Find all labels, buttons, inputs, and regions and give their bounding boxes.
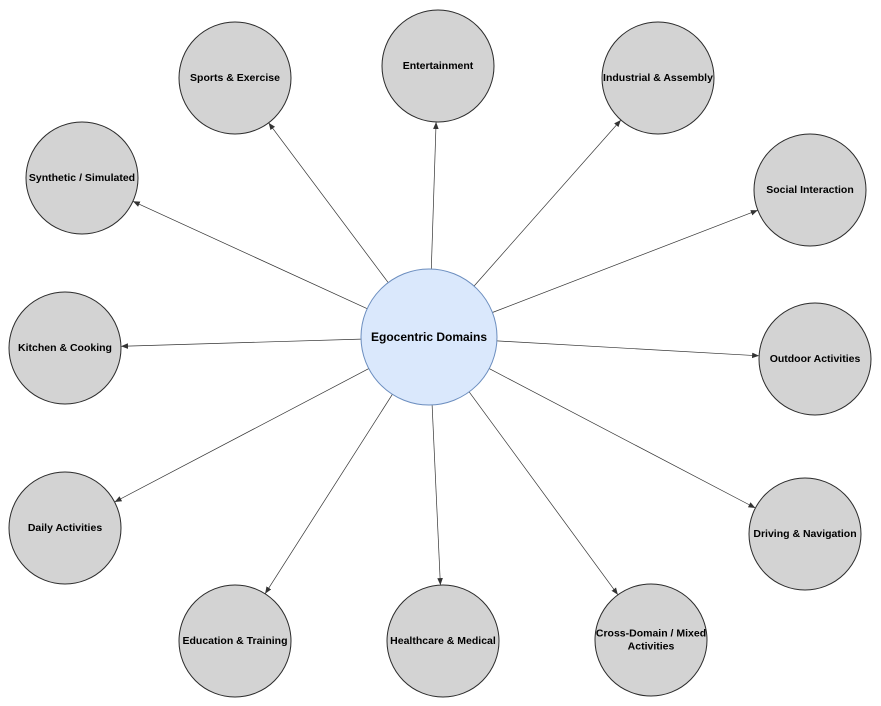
edge-synthetic (132, 200, 368, 310)
center-node-label: Egocentric Domains (371, 330, 487, 344)
node-label-kitchen: Kitchen & Cooking (18, 342, 112, 354)
node-circle-education (178, 584, 292, 698)
node-circle-kitchen (8, 291, 122, 405)
node-label-sports: Sports & Exercise (190, 72, 280, 84)
node-circle-entertainment (381, 9, 495, 123)
node-label-daily: Daily Activities (28, 522, 102, 534)
node-circle-synthetic (25, 121, 139, 235)
node-label-synthetic: Synthetic / Simulated (29, 172, 135, 184)
node-synthetic: Synthetic / Simulated (25, 121, 139, 235)
node-label-cross-domain-line-1: Cross-Domain / Mixed (596, 628, 706, 640)
edge-sports (268, 122, 389, 283)
node-label-healthcare: Healthcare & Medical (390, 635, 496, 647)
node-circle-daily (8, 471, 122, 585)
node-sports: Sports & Exercise (178, 21, 292, 135)
node-circle-healthcare (386, 584, 500, 698)
node-outdoor: Outdoor Activities (758, 302, 872, 416)
node-driving: Driving & Navigation (748, 477, 862, 591)
node-healthcare: Healthcare & Medical (386, 584, 500, 698)
node-label-entertainment: Entertainment (403, 60, 474, 72)
node-label-driving: Driving & Navigation (753, 528, 856, 540)
edge-cross-domain (468, 391, 619, 596)
edge-entertainment (430, 121, 439, 270)
node-label-education: Education & Training (182, 635, 287, 647)
edge-driving (489, 368, 756, 509)
edge-industrial (473, 119, 622, 287)
node-social: Social Interaction (753, 133, 867, 247)
edge-education (264, 394, 393, 594)
edge-kitchen (120, 338, 362, 349)
center-node: Egocentric Domains (360, 268, 498, 406)
node-education: Education & Training (178, 584, 292, 698)
node-circle-sports (178, 21, 292, 135)
node-kitchen: Kitchen & Cooking (8, 291, 122, 405)
node-circle-cross-domain (594, 583, 708, 697)
edge-outdoor (496, 340, 760, 359)
node-circle-social (753, 133, 867, 247)
node-industrial: Industrial & Assembly (601, 21, 715, 135)
node-entertainment: Entertainment (381, 9, 495, 123)
node-daily: Daily Activities (8, 471, 122, 585)
node-circle-industrial (601, 21, 715, 135)
center-node-circle (360, 268, 498, 406)
node-label-industrial: Industrial & Assembly (603, 72, 713, 84)
node-label-cross-domain-line-2: Activities (628, 641, 675, 653)
node-circle-outdoor (758, 302, 872, 416)
node-circle-driving (748, 477, 862, 591)
nodes-group: Sports & Exercise EntertainmentIndustrial… (8, 9, 872, 698)
edge-healthcare (431, 404, 443, 586)
edge-daily (114, 368, 369, 503)
edge-social (492, 209, 758, 313)
node-label-outdoor: Outdoor Activities (770, 353, 861, 365)
node-label-social: Social Interaction (766, 184, 854, 196)
edges-group (114, 119, 760, 596)
